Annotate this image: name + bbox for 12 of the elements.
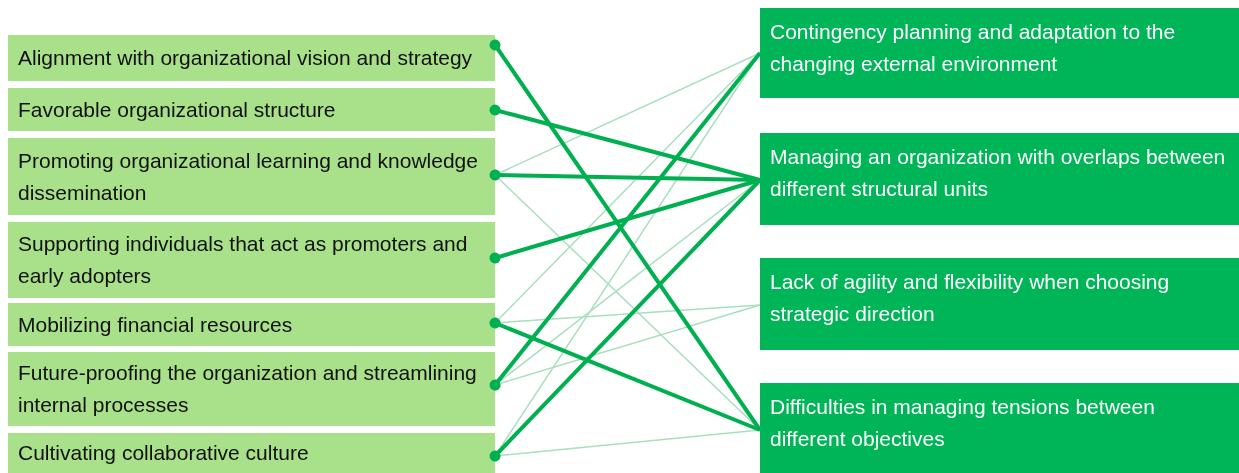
factor-box: Mobilizing financial resources: [8, 303, 495, 346]
factor-box: Alignment with organizational vision and strategy: [8, 35, 495, 81]
challenge-box: Managing an organization with overlaps between different structural units: [760, 133, 1239, 225]
connector-line: [489, 317, 761, 432]
factor-box: Cultivating collaborative culture: [8, 433, 495, 473]
factor-box: Promoting organizational learning and knowledge dissemination: [8, 138, 495, 215]
factor-box: Supporting individuals that act as promoters and early adopters: [8, 222, 495, 298]
factor-box: Favorable organizational structure: [8, 88, 495, 131]
challenge-box: Difficulties in managing tensions between different objectives: [760, 383, 1239, 473]
factor-box: Future-proofing the organization and streamlining internal processes: [8, 352, 495, 426]
challenge-box: Lack of agility and flexibility when choosing strategic direction: [760, 258, 1239, 350]
challenge-box: Contingency planning and adaptation to the changing external environment: [760, 8, 1239, 98]
